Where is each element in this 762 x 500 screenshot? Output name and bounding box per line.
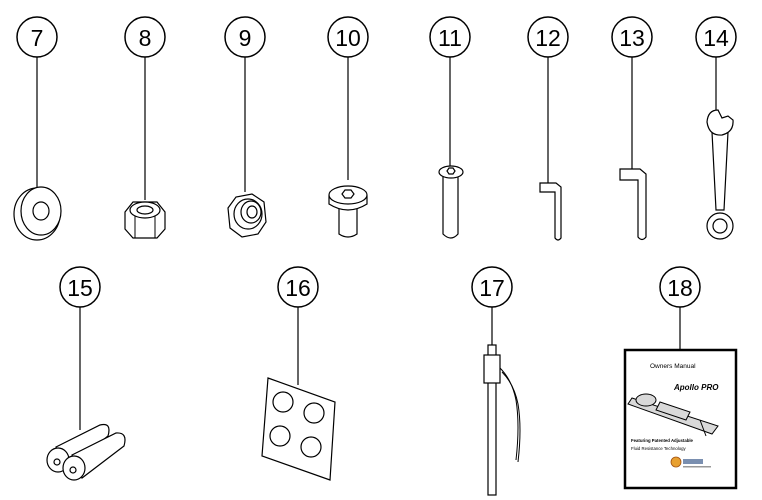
callout-label-7: 7 xyxy=(31,25,44,51)
callout-label-15: 15 xyxy=(67,275,93,301)
part-13-group: 13 xyxy=(611,16,653,241)
brand-logo-icon xyxy=(670,456,711,468)
callout-bubble-14 xyxy=(695,16,737,58)
part-17-group: 17 xyxy=(471,266,521,496)
lock-nut-icon xyxy=(227,193,267,238)
part-10-group: 10 xyxy=(327,16,369,238)
part-12-group: 12 xyxy=(527,16,569,241)
manual-title: Owners Manual xyxy=(650,363,696,370)
part-8-group: 8 xyxy=(124,16,166,239)
callout-bubble-7 xyxy=(16,16,58,58)
small-allen-key-icon xyxy=(539,182,562,241)
rubber-pads-sheet-icon xyxy=(261,377,336,481)
callout-bubble-9 xyxy=(224,16,266,58)
callout-label-13: 13 xyxy=(619,25,645,51)
callout-label-12: 12 xyxy=(535,25,561,51)
callout-label-8: 8 xyxy=(139,25,152,51)
hex-nut-icon xyxy=(124,201,166,239)
part-9-group: 9 xyxy=(224,16,267,238)
callout-bubble-18 xyxy=(659,266,701,308)
callout-bubble-13 xyxy=(611,16,653,58)
part-14-group: 14 xyxy=(695,16,737,240)
callout-label-16: 16 xyxy=(285,275,311,301)
battery-icon xyxy=(46,423,126,481)
callout-bubble-15 xyxy=(59,266,101,308)
sensor-rod-icon xyxy=(483,344,521,496)
owners-manual-booklet: Owners Manual Apollo PRO Featuring Paten… xyxy=(623,348,738,490)
callout-label-9: 9 xyxy=(239,25,252,51)
callout-label-11: 11 xyxy=(438,25,462,51)
large-allen-key-icon xyxy=(619,168,647,241)
part-11-group: 11 xyxy=(429,16,471,239)
callout-bubble-11 xyxy=(429,16,471,58)
callout-label-17: 17 xyxy=(479,275,505,301)
callout-bubble-10 xyxy=(327,16,369,58)
socket-bolt-icon xyxy=(328,185,368,238)
callout-label-18: 18 xyxy=(667,275,693,301)
flat-washer-icon xyxy=(13,186,62,241)
part-18-group: 18 Owners Manual Apollo PRO Featuring Pa… xyxy=(623,266,738,490)
part-16-group: 16 xyxy=(261,266,336,481)
button-head-bolt-icon xyxy=(438,165,464,239)
manual-product-name: Apollo PRO xyxy=(673,383,719,392)
manual-tagline-1: Featuring Patented Adjustable xyxy=(631,438,694,443)
callout-label-10: 10 xyxy=(335,25,361,51)
part-7-group: 7 xyxy=(13,16,62,241)
callout-bubble-12 xyxy=(527,16,569,58)
rowing-machine-icon xyxy=(627,393,719,437)
part-15-group: 15 xyxy=(46,266,126,481)
callout-label-14: 14 xyxy=(703,25,729,51)
manual-tagline-2: Fluid Resistance Technology xyxy=(631,446,686,451)
callout-bubble-16 xyxy=(277,266,319,308)
callout-bubble-8 xyxy=(124,16,166,58)
callout-bubble-17 xyxy=(471,266,513,308)
combination-wrench-icon xyxy=(706,109,734,240)
